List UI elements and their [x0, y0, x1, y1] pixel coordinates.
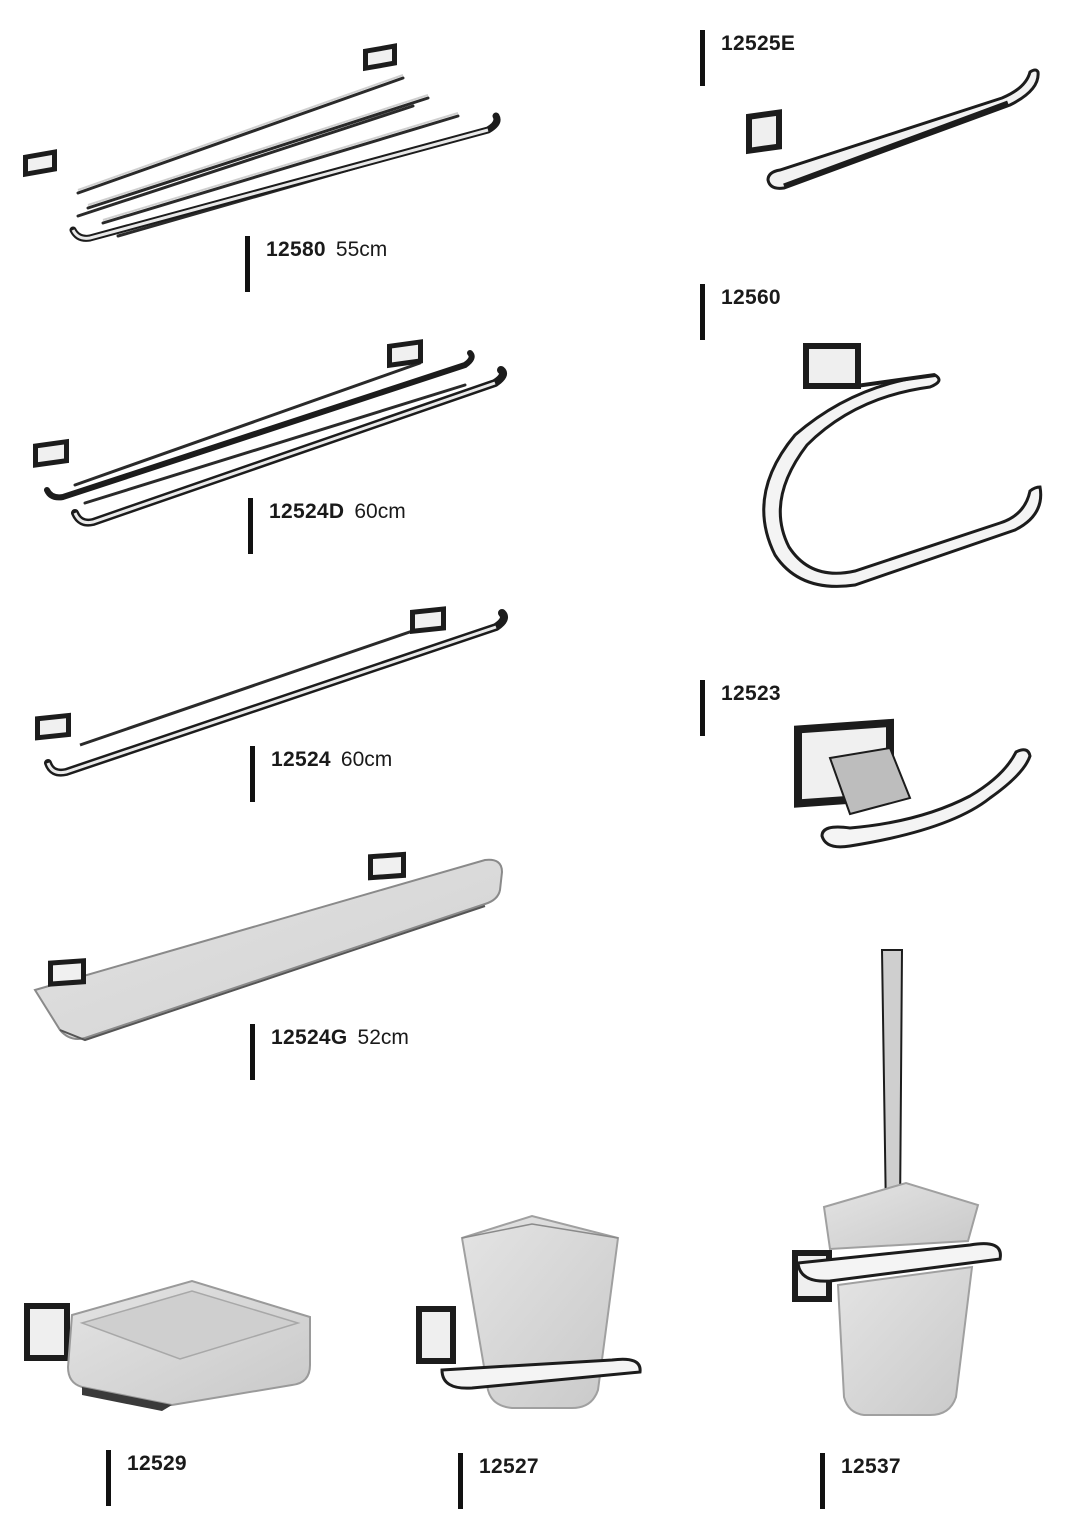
label-bar: [700, 680, 705, 736]
product-label-12527: 12527: [458, 1453, 549, 1509]
product-code: 12524: [271, 748, 331, 771]
label-bar: [458, 1453, 463, 1509]
label-bar: [700, 30, 705, 86]
label-bar: [820, 1453, 825, 1509]
product-code: 12580: [266, 238, 326, 261]
product-code: 12537: [841, 1455, 901, 1478]
label-bar: [700, 284, 705, 340]
product-label-12580: 12580 55cm: [245, 236, 387, 292]
double-towel-bar-image: [25, 325, 515, 530]
product-code: 12527: [479, 1455, 539, 1478]
label-bar: [106, 1450, 111, 1506]
towel-rack-shelf-image: [18, 38, 508, 253]
single-towel-bar-image: [30, 595, 510, 785]
product-label-12524D: 12524D 60cm: [248, 498, 406, 554]
label-bar: [250, 1024, 255, 1080]
product-code: 12523: [721, 682, 781, 705]
product-size: 60cm: [354, 500, 406, 523]
product-label-12537: 12537: [820, 1453, 911, 1509]
product-code: 12524D: [269, 500, 345, 523]
towel-holder-image: [740, 60, 1050, 195]
towel-ring-image: [745, 335, 1055, 600]
soap-dish-image: [22, 1275, 322, 1415]
product-label-12524: 12524 60cm: [250, 746, 392, 802]
product-code: 12525E: [721, 32, 796, 55]
label-bar: [250, 746, 255, 802]
robe-hook-image: [790, 718, 1040, 853]
label-bar: [248, 498, 253, 554]
product-code: 12560: [721, 286, 781, 309]
product-size: 52cm: [357, 1026, 409, 1049]
product-size: 55cm: [335, 238, 388, 261]
product-code: 12524G: [271, 1026, 348, 1049]
tumbler-holder-image: [412, 1210, 652, 1420]
toilet-brush-holder-image: [790, 945, 1010, 1425]
glass-shelf-image: [30, 850, 510, 1050]
product-size: 60cm: [340, 748, 393, 771]
product-label-12529: 12529: [106, 1450, 197, 1506]
product-label-12560: 12560: [700, 284, 791, 340]
product-label-12523: 12523: [700, 680, 791, 736]
product-label-12524G: 12524G 52cm: [250, 1024, 409, 1080]
product-label-12525E: 12525E: [700, 30, 805, 86]
product-code: 12529: [127, 1452, 187, 1475]
label-bar: [245, 236, 250, 292]
